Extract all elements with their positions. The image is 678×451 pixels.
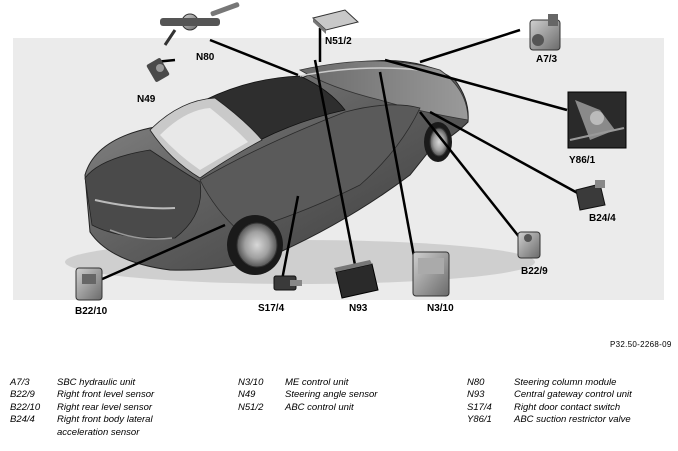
legend-row: B22/9 Right front level sensor — [10, 389, 154, 401]
legend-code: Y86/1 — [467, 414, 492, 426]
s17-4-door-contact-switch-icon — [273, 275, 302, 291]
figure-reference: P32.50-2268-09 — [610, 340, 672, 349]
legend-desc: acceleration sensor — [57, 426, 140, 438]
legend-row: B22/10 Right rear level sensor — [10, 402, 154, 414]
legend-desc: Right front level sensor — [57, 389, 155, 401]
callout-b22-10: B22/10 — [75, 306, 108, 317]
callout-b24-4: B24/4 — [589, 213, 616, 224]
callout-n3-10: N3/10 — [427, 303, 454, 314]
legend-code: N3/10 — [238, 377, 264, 388]
legend-desc: Right rear level sensor — [57, 401, 153, 413]
legend-row: S17/4 Right door contact switch — [467, 402, 632, 414]
legend-desc: ABC control unit — [285, 401, 354, 413]
legend-code: B22/9 — [10, 389, 35, 401]
legend-row: N3/10 ME control unit — [238, 377, 377, 389]
legend-desc: Steering angle sensor — [285, 389, 378, 401]
legend-row: N49 Steering angle sensor — [238, 389, 377, 401]
b22-10-rear-level-sensor-icon — [75, 267, 103, 301]
callout-n80: N80 — [196, 52, 215, 63]
legend-code: N80 — [467, 377, 485, 388]
b22-9-front-level-sensor-icon — [517, 231, 541, 259]
y86-1-abc-suction-restrictor-valve-photo — [567, 91, 627, 149]
legend-row: N93 Central gateway control unit — [467, 389, 632, 401]
legend-code: B24/4 — [10, 414, 35, 426]
n93-central-gateway-icon — [334, 260, 379, 299]
legend-desc: Central gateway control unit — [514, 389, 632, 401]
legend-code: B22/10 — [10, 401, 41, 413]
callout-b22-9: B22/9 — [521, 266, 548, 277]
legend-row: N51/2 ABC control unit — [238, 402, 377, 414]
legend-row: A7/3 SBC hydraulic unit — [10, 377, 154, 389]
legend-row: N80 Steering column module — [467, 377, 632, 389]
callout-n93: N93 — [349, 303, 368, 314]
legend-desc: Right front body lateral — [57, 414, 153, 426]
legend-desc: ME control unit — [285, 377, 349, 388]
callout-a7-3: A7/3 — [536, 54, 558, 65]
legend-desc: Right door contact switch — [514, 401, 621, 413]
n49-steering-angle-sensor-icon — [146, 58, 170, 82]
legend-desc: Steering column module — [514, 377, 617, 388]
n80-steering-column-module-icon — [160, 2, 240, 46]
n3-10-me-control-unit-icon — [412, 251, 450, 297]
callout-n51-2: N51/2 — [325, 36, 352, 47]
legend-column-3: N80 Steering column module N93 Central gat… — [467, 377, 632, 427]
legend-desc: SBC hydraulic unit — [57, 377, 136, 388]
callout-n49: N49 — [137, 94, 156, 105]
leader-lines — [99, 28, 584, 282]
legend-row: B24/4 Right front body lateral — [10, 414, 154, 426]
a7-3-sbc-hydraulic-unit-icon — [529, 14, 561, 51]
legend-code: N51/2 — [238, 401, 264, 413]
legend-code: N93 — [467, 389, 485, 401]
callout-s17-4: S17/4 — [258, 303, 285, 314]
callout-y86-1: Y86/1 — [569, 155, 596, 166]
legend-code: S17/4 — [467, 401, 492, 413]
b24-4-lateral-acceleration-sensor-icon — [575, 180, 606, 211]
legend-code: A7/3 — [10, 377, 30, 388]
legend-column-2: N3/10 ME control unit N49 Steering angle s… — [238, 377, 377, 414]
legend-row: Y86/1 ABC suction restrictor valve — [467, 414, 632, 426]
legend-row: acceleration sensor — [10, 427, 154, 439]
n51-2-abc-control-unit-icon — [311, 9, 360, 34]
legend-code: N49 — [238, 389, 256, 401]
legend-code — [10, 427, 57, 439]
legend-desc: ABC suction restrictor valve — [514, 414, 631, 426]
